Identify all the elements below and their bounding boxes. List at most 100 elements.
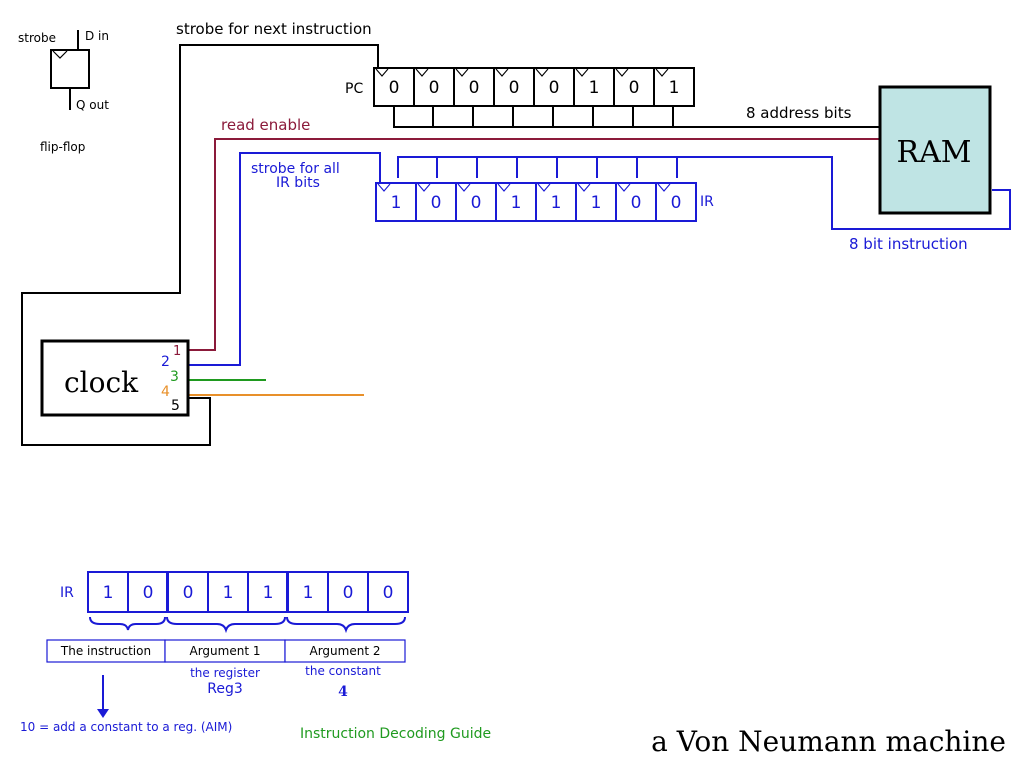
ir-clock-triangle-icon-5 (577, 183, 591, 192)
pc-bit-3: 0 (509, 78, 520, 98)
decode-cell-6 (327, 571, 369, 613)
brace-argument1 (166, 616, 286, 634)
decode-cell-0 (87, 571, 129, 613)
decode-cell-7 (367, 571, 409, 613)
pc-bit-5: 1 (589, 78, 600, 98)
pc-clock-triangle-icon-2 (455, 68, 469, 77)
pc-clock-triangle-icon-4 (535, 68, 549, 77)
flipflop-box (50, 49, 90, 89)
ir-bit-1: 0 (431, 193, 442, 213)
pc-bit-4: 0 (549, 78, 560, 98)
decode-bit-4: 1 (263, 583, 274, 603)
pc-cells: 0 0 0 0 0 1 0 1 (373, 67, 695, 107)
brace-argument2 (286, 616, 406, 634)
pc-clock-triangle-icon-6 (615, 68, 629, 77)
clock-pin-4: 4 (161, 384, 170, 400)
decode-guide-title: Instruction Decoding Guide (300, 726, 491, 742)
pc-bit-6: 0 (629, 78, 640, 98)
ram-block: RAM (878, 85, 992, 215)
decode-bit-1: 0 (143, 583, 154, 603)
pc-bit-2: 0 (469, 78, 480, 98)
decoding-guide: IR 1 0 0 1 1 1 0 0 The instruction Argument 1 A… (20, 571, 491, 742)
brace-instruction (89, 616, 166, 631)
field-argument2-box (284, 639, 406, 663)
ir-clock-triangle-icon-0 (377, 183, 391, 192)
decode-bit-0: 1 (103, 583, 114, 603)
ram-label: RAM (897, 135, 972, 170)
pc-bit-0: 0 (389, 78, 400, 98)
strobe-next-label: strobe for next instruction (176, 20, 372, 38)
arrow-down-icon (97, 709, 109, 718)
ir-bit-0: 1 (391, 193, 402, 213)
ir-bit-5: 1 (591, 193, 602, 213)
strobe-next-wire (21, 44, 379, 446)
ir-bit-6: 0 (631, 193, 642, 213)
address-bits-label: 8 address bits (746, 104, 852, 122)
pc-label: PC (345, 81, 363, 97)
decode-bit-5: 1 (303, 583, 314, 603)
decode-bit-3: 1 (223, 583, 234, 603)
decode-cell-4 (247, 571, 289, 613)
ir-bit-7: 0 (671, 193, 682, 213)
flipflop-caption: flip-flop (40, 140, 85, 154)
read-enable-wire (188, 138, 880, 351)
clock-pin-2: 2 (161, 354, 170, 370)
flipflop-d-in-label: D in (85, 29, 109, 43)
pc-bit-1: 0 (429, 78, 440, 98)
decode-bit-6: 0 (343, 583, 354, 603)
ir-bit-3: 1 (511, 193, 522, 213)
instruction-bits-label: 8 bit instruction (849, 235, 968, 253)
decode-ir-label: IR (60, 585, 74, 601)
arg1-value: Reg3 (207, 681, 243, 697)
ir-clock-triangle-icon-3 (497, 183, 511, 192)
arg1-desc: the register (190, 666, 260, 680)
clock-pin-3: 3 (170, 369, 179, 385)
ir-clock-triangle-icon-2 (457, 183, 471, 192)
field-argument2-label: Argument 2 (310, 644, 381, 658)
read-enable-label: read enable (221, 116, 310, 134)
ir-cells: 1 0 0 1 1 1 0 0 (375, 182, 697, 222)
ir-bit-4: 1 (551, 193, 562, 213)
clock-box (40, 339, 190, 417)
ir-cell-7 (655, 182, 697, 222)
ir-clock-triangle-icon-1 (417, 183, 431, 192)
flipflop-strobe-label: strobe (18, 31, 56, 45)
flipflop-q-out-label: Q out (76, 98, 109, 112)
ram-box (878, 85, 992, 215)
ir-clock-triangle-icon-4 (537, 183, 551, 192)
address-bus (393, 106, 880, 128)
strobe-all-label-line2: IR bits (276, 175, 320, 191)
pc-bit-7: 1 (669, 78, 680, 98)
decode-meaning: 10 = add a constant to a reg. (AIM) (20, 720, 232, 734)
pc-clock-triangle-icon-5 (575, 68, 589, 77)
ir-clock-triangle-icon-6 (617, 183, 631, 192)
arg2-value: 4 (338, 684, 348, 700)
clock-pin-1: 1 (173, 344, 181, 359)
pc-register: PC 0 0 0 0 0 1 0 1 (345, 67, 695, 107)
page-title: a Von Neumann machine (651, 725, 1006, 758)
instruction-bus (397, 156, 1011, 230)
pc-clock-triangle-icon-0 (375, 68, 389, 77)
ir-bit-2: 0 (471, 193, 482, 213)
field-argument1-label: Argument 1 (190, 644, 261, 658)
ir-label: IR (700, 194, 714, 210)
pc-clock-triangle-icon-3 (495, 68, 509, 77)
flipflop-legend: strobe D in Q out flip-flop (18, 29, 109, 154)
decode-bit-2: 0 (183, 583, 194, 603)
clock-pin-5: 5 (171, 398, 180, 414)
clock-triangle-icon (52, 50, 68, 59)
arg2-desc: the constant (305, 664, 381, 678)
field-instruction-label: The instruction (60, 644, 151, 658)
clock-block: clock 1 2 3 4 5 (40, 339, 190, 417)
pc-clock-triangle-icon-7 (655, 68, 669, 77)
pc-cell-7 (653, 67, 695, 107)
strobe-all-label-line1: strobe for all (251, 161, 340, 177)
decode-bit-7: 0 (383, 583, 394, 603)
ir-register: 1 0 0 1 1 1 0 0 IR (375, 182, 714, 222)
ir-strobe-wire (188, 152, 381, 366)
clock-label: clock (64, 366, 139, 399)
ir-clock-triangle-icon-7 (657, 183, 671, 192)
pc-clock-triangle-icon-1 (415, 68, 429, 77)
decode-cells: 1 0 0 1 1 1 0 0 (87, 571, 409, 613)
